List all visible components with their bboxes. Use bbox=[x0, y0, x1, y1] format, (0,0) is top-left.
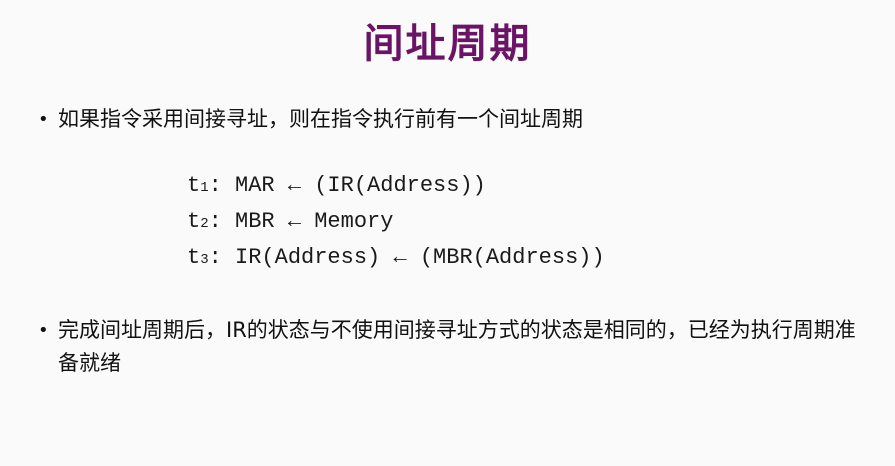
time-step-label: t bbox=[187, 245, 201, 270]
micro-op-text: : IR(Address) ← (MBR(Address)) bbox=[208, 245, 605, 270]
slide-title: 间址周期 bbox=[363, 21, 532, 67]
bullet-item-indirect-addressing: • 如果指令采用间接寻址，则在指令执行前有一个间址周期 bbox=[38, 103, 868, 136]
micro-op-text: : MBR ← Memory bbox=[208, 209, 394, 234]
micro-op-text: : MAR ← (IR(Address)) bbox=[208, 173, 486, 198]
bullet-text: 如果指令采用间接寻址，则在指令执行前有一个间址周期 bbox=[58, 107, 583, 131]
time-step-label: t bbox=[187, 173, 201, 198]
bullet-dot: • bbox=[38, 109, 49, 130]
bullet-text: 完成间址周期后，IR的状态与不使用间接寻址方式的状态是相同的，已经为执行周期准备… bbox=[58, 318, 856, 375]
time-step-label: t bbox=[187, 209, 201, 234]
bullet-item-ir-state: • 完成间址周期后，IR的状态与不使用间接寻址方式的状态是相同的，已经为执行周期… bbox=[38, 314, 868, 380]
bullet-dot: • bbox=[38, 320, 49, 341]
